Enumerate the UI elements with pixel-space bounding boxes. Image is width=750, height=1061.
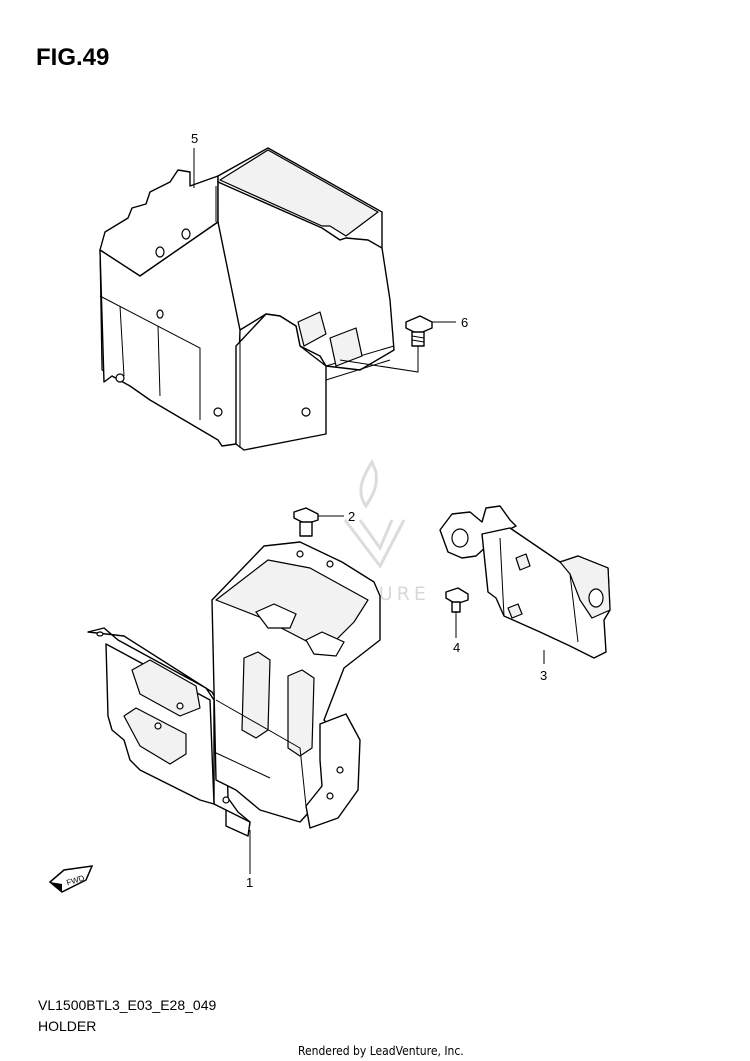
callout-4: 4 xyxy=(453,640,461,655)
callout-6: 6 xyxy=(461,315,469,330)
part-2-bolt xyxy=(293,507,344,537)
part-5-battery-box xyxy=(99,147,395,451)
figure-title: FIG.49 xyxy=(36,44,110,71)
callout-1: 1 xyxy=(246,875,254,890)
part-3-bracket xyxy=(439,505,611,664)
fwd-arrow-icon: FWD xyxy=(48,865,94,893)
part-6-bolt xyxy=(339,315,456,373)
callout-3: 3 xyxy=(540,668,548,683)
callout-2: 2 xyxy=(348,509,356,524)
diagram-code: VL1500BTL3_E03_E28_049 xyxy=(38,997,217,1013)
diagram-name: HOLDER xyxy=(38,1018,97,1034)
part-4-screw xyxy=(445,587,469,638)
rendered-by-credit: Rendered by LeadVenture, Inc. xyxy=(298,1044,464,1058)
callout-5: 5 xyxy=(191,131,199,146)
part-1-holder-bracket xyxy=(87,541,381,874)
